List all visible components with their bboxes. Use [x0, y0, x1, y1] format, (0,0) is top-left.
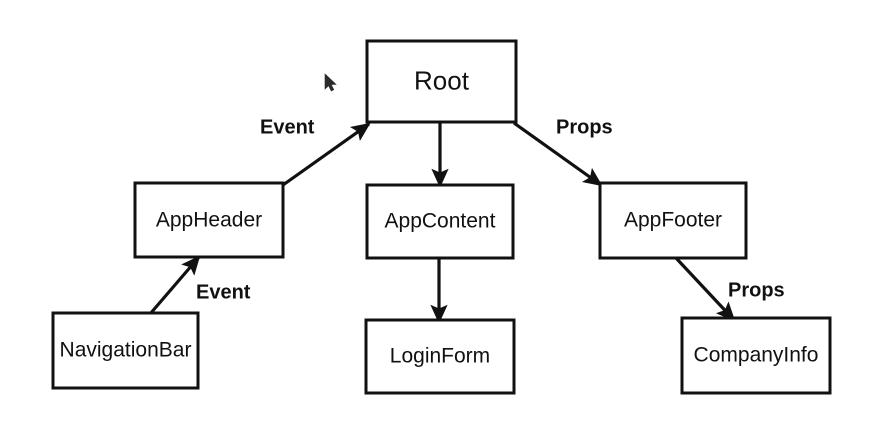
node-companyinfo-label: CompanyInfo — [694, 344, 819, 367]
node-navigationbar[interactable]: NavigationBar — [51, 311, 200, 390]
edge-appfooter-to-companyinfo — [674, 256, 736, 322]
node-appcontent-label: AppContent — [385, 210, 496, 233]
node-appheader[interactable]: AppHeader — [133, 181, 285, 259]
edge-label-props-bottom: Props — [728, 279, 785, 301]
node-appheader-label: AppHeader — [156, 209, 262, 232]
node-navigationbar-label: NavigationBar — [60, 339, 192, 362]
cursor-arrow-icon — [324, 73, 337, 92]
mouse-cursor — [324, 73, 337, 92]
node-companyinfo[interactable]: CompanyInfo — [680, 316, 832, 395]
node-navigationbar-box[interactable] — [51, 311, 200, 390]
node-root-label: Root — [414, 65, 470, 95]
edge-label-event-top: Event — [260, 116, 315, 138]
node-companyinfo-box[interactable] — [680, 316, 832, 395]
node-appheader-box[interactable] — [133, 181, 285, 259]
edge-label-props-top: Props — [556, 116, 613, 138]
edge-labels-layer: Event Props Event Props — [196, 116, 785, 303]
node-appcontent-box[interactable] — [365, 183, 515, 260]
node-appfooter-box[interactable] — [598, 181, 748, 260]
node-appcontent[interactable]: AppContent — [365, 183, 515, 260]
node-loginform-box[interactable] — [364, 318, 516, 395]
edge-appheader-to-root — [282, 122, 371, 187]
node-appfooter[interactable]: AppFooter — [598, 181, 748, 260]
node-appfooter-label: AppFooter — [624, 209, 722, 232]
edge-navigationbar-to-appheader — [148, 255, 201, 316]
edge-label-event-bottom: Event — [196, 281, 251, 303]
node-loginform[interactable]: LoginForm — [364, 318, 516, 395]
edge-root-to-appfooter — [513, 121, 603, 187]
node-root-box[interactable] — [365, 39, 518, 124]
edges-layer — [148, 121, 736, 324]
node-loginform-label: LoginForm — [390, 345, 490, 368]
node-root[interactable]: Root — [365, 39, 518, 124]
